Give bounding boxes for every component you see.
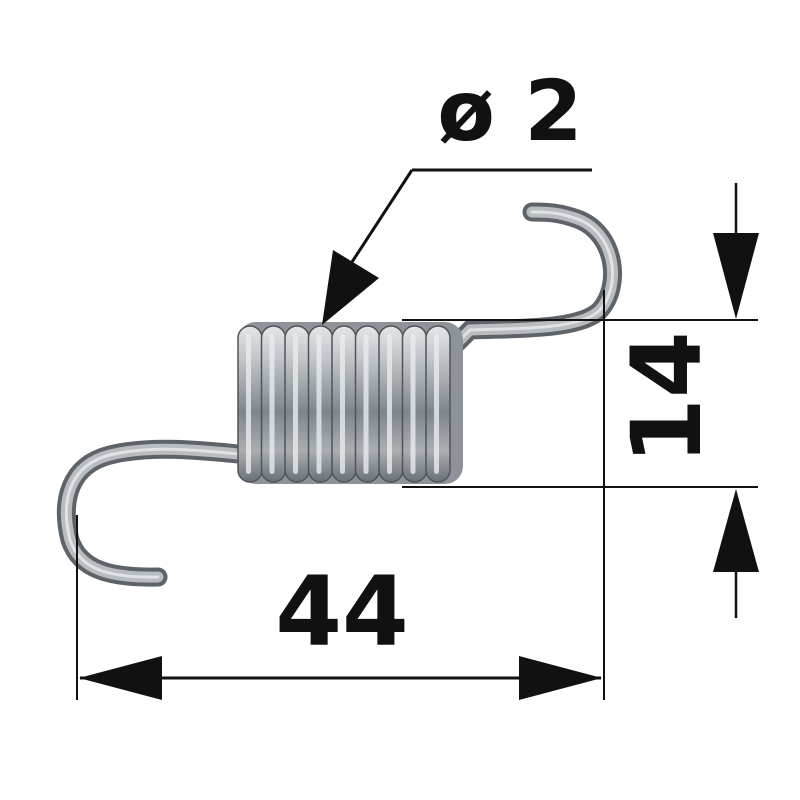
- coil-highlight: [434, 334, 439, 474]
- height-label: 14: [611, 331, 723, 465]
- coil-highlight: [246, 334, 251, 474]
- coil-highlight: [363, 334, 369, 474]
- height-arrow-top: [713, 233, 759, 319]
- coil-highlight: [410, 334, 416, 474]
- coil-highlight: [387, 334, 392, 474]
- length-arrow-right: [519, 656, 602, 700]
- wire-diameter-label: ø 2: [437, 62, 582, 160]
- height-arrow-bottom: [713, 489, 759, 572]
- wire-diameter-callout: ø 2: [322, 62, 592, 325]
- length-arrow-left: [79, 656, 162, 700]
- length-dimension: 44: [76, 290, 605, 700]
- length-label: 44: [275, 556, 409, 668]
- height-dimension: 14: [402, 183, 759, 618]
- coil-highlight: [293, 334, 298, 474]
- coil-turns: [237, 325, 451, 483]
- spring: [56, 202, 622, 587]
- coil-highlight: [340, 334, 345, 474]
- left-hook: [56, 439, 258, 587]
- callout-arrowhead: [322, 250, 379, 325]
- coil-highlight: [316, 334, 322, 474]
- coil-highlight: [269, 334, 275, 474]
